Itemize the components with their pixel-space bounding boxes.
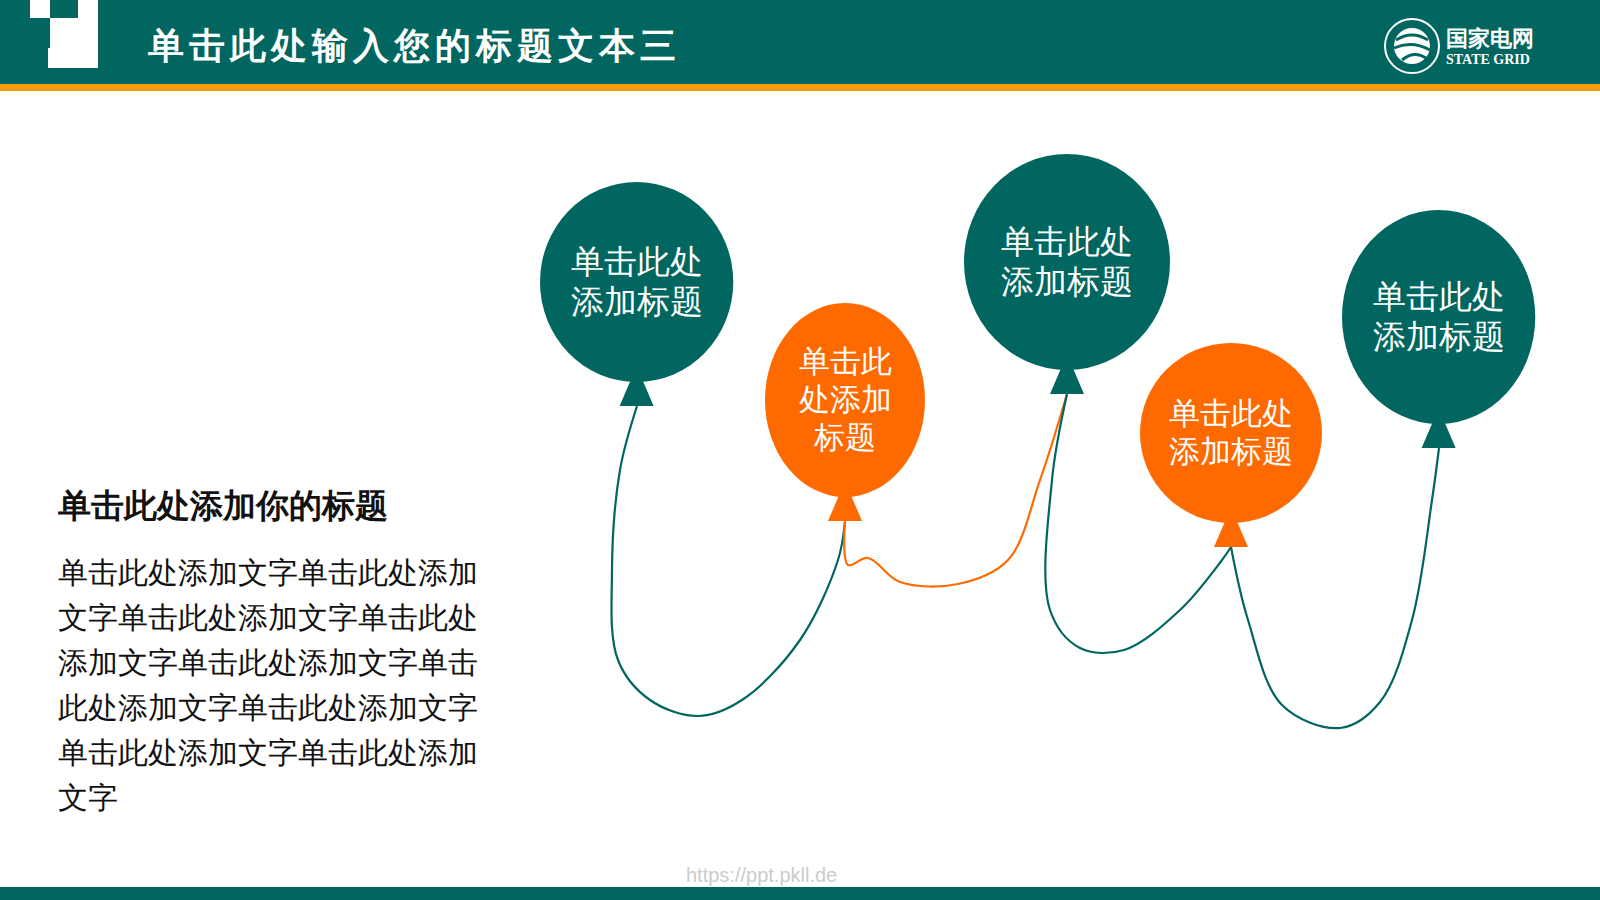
watermark: https://ppt.pkll.de [686,864,837,887]
balloon-node: 单击此处 添加标题 [540,182,733,406]
balloon-node: 单击此 处添加 标题 [765,303,925,521]
balloon-label: 单击此处 添加标题 [1367,277,1512,358]
slide-title: 单击此处输入您的标题文本三 [148,22,681,71]
body-text: 单击此处添加文字单击此处添加 文字单击此处添加文字单击此处 添加文字单击此处添加… [58,550,508,820]
balloon-label: 单击此 处添加 标题 [793,343,898,456]
footer-bar [0,887,1600,900]
body-heading: 单击此处添加你的标题 [58,484,388,529]
header-mark [30,0,98,68]
balloon-label: 单击此处 添加标题 [1163,395,1299,471]
header-bar [0,0,1600,84]
balloon-label: 单击此处 添加标题 [565,242,710,323]
state-grid-logo [1385,19,1439,73]
balloon-label: 单击此处 添加标题 [995,222,1140,303]
header-accent-line [0,84,1600,91]
logo-name: 国家电网 [1446,24,1534,54]
balloon-node: 单击此处 添加标题 [1342,210,1535,448]
logo-english: STATE GRID [1446,52,1530,68]
balloon-node: 单击此处 添加标题 [964,154,1170,394]
balloon-node: 单击此处 添加标题 [1140,343,1322,547]
